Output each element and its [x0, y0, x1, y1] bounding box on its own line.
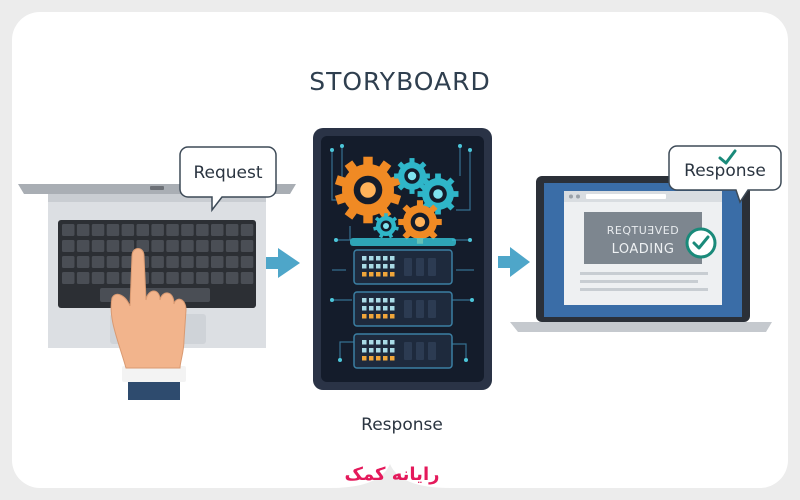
keyboard-key — [62, 240, 75, 252]
keyboard-key — [225, 272, 239, 284]
keyboard-key — [166, 240, 179, 252]
keyboard-key — [181, 240, 194, 252]
keyboard-key — [106, 272, 120, 284]
keyboard-key — [76, 272, 90, 284]
arrow-right-icon — [266, 248, 300, 278]
keyboard-key — [62, 272, 75, 284]
keyboard-key — [240, 272, 254, 284]
keyboard-key — [106, 256, 120, 268]
server-rack-units — [353, 249, 453, 369]
keyboard-key — [225, 224, 239, 236]
diagram-title: STORYBOARD — [309, 67, 491, 96]
monitor-laptop-icon: REQTUƎVED LOADING — [510, 176, 772, 332]
keyboard-key — [151, 256, 164, 268]
keyboard-key — [121, 256, 135, 268]
gear-icon — [394, 158, 430, 194]
keyboard-key — [91, 256, 105, 268]
keyboard-key — [151, 224, 164, 236]
request-speech-bubble: Request — [179, 146, 277, 213]
keyboard-key — [121, 240, 135, 252]
keyboard-key — [240, 224, 254, 236]
arrow-right-icon — [498, 247, 530, 277]
keyboard-key — [106, 224, 120, 236]
loading-card — [584, 212, 702, 264]
hand-pointer-icon — [110, 248, 187, 400]
checkmark-icon — [685, 227, 717, 259]
checkmark-icon — [718, 149, 737, 165]
brand-logo-text: رایانه کمک — [345, 464, 440, 485]
keyboard-key — [166, 256, 179, 268]
server-unit — [353, 333, 453, 369]
keyboard-key — [166, 272, 179, 284]
keyboard-key — [91, 224, 105, 236]
server-icon — [313, 128, 492, 390]
gear-icon — [398, 200, 442, 244]
keyboard-key — [91, 240, 105, 252]
keyboard-key — [136, 224, 149, 236]
gear-icon — [373, 213, 399, 239]
keyboard-key — [62, 224, 75, 236]
keyboard-key — [166, 224, 179, 236]
request-bubble-label: Request — [193, 163, 262, 183]
keyboard-key — [121, 224, 135, 236]
keyboard-key — [240, 240, 254, 252]
server-unit — [353, 249, 453, 285]
keyboard-key — [181, 256, 194, 268]
keyboard-key — [62, 256, 75, 268]
keyboard-key — [91, 272, 105, 284]
keyboard-key — [196, 272, 209, 284]
keyboard-key — [196, 256, 209, 268]
keyboard-key — [76, 224, 90, 236]
gear-icon — [334, 156, 402, 224]
gear-icon — [417, 173, 459, 215]
keyboard-key — [151, 272, 164, 284]
screen-card-line2: LOADING — [612, 242, 675, 257]
keyboard-key — [211, 224, 224, 236]
brand-logo: رایانه کمک — [345, 464, 440, 485]
keyboard-key — [225, 240, 239, 252]
keyboard-key — [211, 256, 224, 268]
keyboard-key — [181, 224, 194, 236]
screen-card-line1: REQTUƎVED — [607, 224, 679, 237]
gear-cluster — [334, 156, 459, 244]
keyboard-key — [196, 224, 209, 236]
keyboard-key — [211, 272, 224, 284]
keyboard-key — [151, 240, 164, 252]
server-unit — [353, 291, 453, 327]
keyboard-key — [240, 256, 254, 268]
keyboard-key — [181, 272, 194, 284]
keyboard-key — [106, 240, 120, 252]
keyboard-key — [196, 240, 209, 252]
response-bubble-label: Response — [684, 161, 766, 181]
server-caption: Response — [361, 415, 443, 435]
keyboard-key — [211, 240, 224, 252]
keyboard-key — [76, 240, 90, 252]
keyboard-key — [76, 256, 90, 268]
response-speech-bubble: Response — [668, 145, 782, 204]
keyboard-key — [225, 256, 239, 268]
